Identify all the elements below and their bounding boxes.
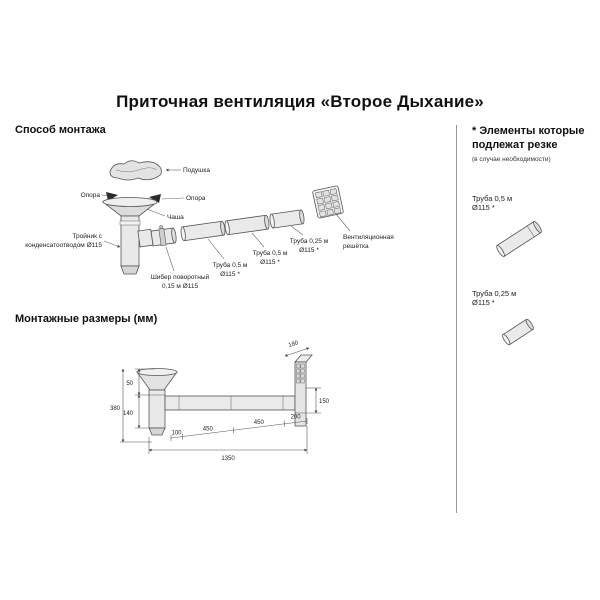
- cushion-label: Подушка: [183, 167, 210, 174]
- cut-item1-line1: Труба 0,5 м: [472, 194, 513, 203]
- cut-item2-line2: Ø115 *: [472, 298, 495, 307]
- cut-item1-label: Труба 0,5 м Ø115 *: [472, 194, 512, 212]
- tee-label-line1: Тройник с: [72, 232, 102, 240]
- pipe-05-a-shape: [180, 220, 226, 242]
- funnel-shape: [101, 197, 159, 217]
- dim-bottom-2-value: 450: [203, 427, 214, 433]
- cut-item2-label: Труба 0,25 м Ø115 *: [472, 289, 516, 307]
- support-right-label: Опора: [186, 195, 206, 202]
- dim-total-value: 1350: [221, 456, 235, 462]
- pipe-05-b-label-line2: Ø115 *: [260, 259, 280, 266]
- grille-label-line2: решётка: [343, 243, 369, 250]
- dimension-lines: 180 50 140 380 150 100 450 450 200: [110, 340, 330, 462]
- tee-label-line2: конденсатоотводом Ø115: [25, 242, 102, 249]
- dim-duct-shape: [164, 395, 296, 411]
- cut-pipe-05-shape: [496, 221, 542, 257]
- assembly-labels: Подушка Опора Опора Чаша Тройник с конде…: [25, 167, 394, 290]
- bowl-label: Чаша: [167, 214, 184, 221]
- page-title: Приточная вентиляция «Второе Дыхание»: [116, 92, 484, 111]
- pipe-025-shape: [269, 209, 305, 229]
- vertical-divider: [456, 125, 457, 513]
- support-left-label: Опора: [81, 192, 101, 199]
- damper-label-line1: Шибер поворотный: [151, 273, 210, 281]
- pipe-05-a-label-line1: Труба 0,5 м: [213, 261, 248, 269]
- vent-grille-shape: [312, 185, 344, 219]
- dim-left-a-value: 50: [126, 381, 133, 387]
- dim-wall-plate-shape: [294, 354, 313, 427]
- pipe-025-label-line1: Труба 0,25 м: [290, 237, 329, 245]
- tee-pipe-shape: [119, 215, 154, 275]
- cut-item1-line2: Ø115 *: [472, 203, 495, 212]
- dim-top-value: 180: [288, 340, 300, 349]
- pipe-05-a-label-line2: Ø115 *: [220, 271, 240, 278]
- damper-label-line2: 0,15 м Ø115: [162, 283, 199, 290]
- dim-bottom-4-value: 200: [291, 415, 302, 421]
- pipe-05-b-shape: [224, 214, 270, 236]
- cut-panel-note: (в случае необходимости): [472, 156, 551, 163]
- dim-tee-shape: [148, 389, 166, 436]
- cut-panel-heading-line2: подлежат резке: [472, 139, 558, 151]
- cut-panel-heading: * Элементы которые подлежат резке: [472, 124, 590, 152]
- dim-left-total-value: 380: [110, 406, 121, 412]
- dim-funnel-shape: [136, 368, 178, 391]
- dimension-diagram: 180 50 140 380 150 100 450 450 200: [110, 340, 330, 462]
- method-section-heading: Способ монтажа: [15, 124, 106, 136]
- dim-bottom-1-value: 100: [171, 431, 182, 437]
- grille-label-line1: Вентиляционная: [343, 234, 394, 241]
- dim-right-value: 150: [319, 399, 330, 405]
- cut-item2-line1: Труба 0,25 м: [472, 289, 517, 298]
- damper-shape: [150, 225, 177, 247]
- cushion-shape: [109, 160, 162, 181]
- cut-pipe-025-shape: [502, 318, 534, 346]
- pipe-025-label-line2: Ø115 *: [299, 247, 319, 254]
- dim-left-b-value: 140: [123, 411, 134, 417]
- cut-panel-heading-line1: * Элементы которые: [472, 125, 585, 137]
- pipe-05-b-label-line1: Труба 0,5 м: [253, 249, 288, 257]
- assembly-diagram: Подушка Опора Опора Чаша Тройник с конде…: [25, 160, 394, 290]
- support-right-wedge: [149, 194, 161, 203]
- mount-section-heading: Монтажные размеры (мм): [15, 313, 158, 325]
- support-left-wedge: [106, 192, 118, 201]
- dim-bottom-3-value: 450: [254, 420, 265, 426]
